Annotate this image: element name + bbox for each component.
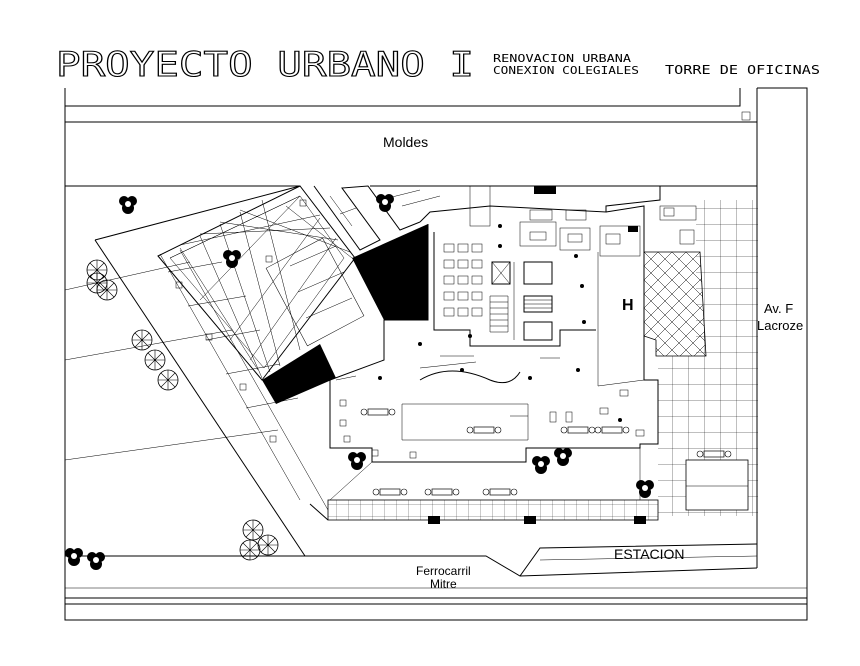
- tower-core-wall: [352, 224, 428, 320]
- helipad-icon: H: [622, 297, 634, 314]
- subtitle-line-1: RENOVACION URBANA: [493, 52, 631, 65]
- cafe-seating: [443, 243, 483, 317]
- building-footprint: [329, 205, 659, 463]
- street-label-av-f: Av. F: [764, 301, 793, 316]
- project-title: PROYECTO URBANO I: [56, 45, 474, 85]
- structural-columns: [378, 224, 622, 422]
- subtitle-right: TORRE DE OFICINAS: [665, 63, 820, 77]
- diagonal-walkway: [64, 185, 329, 557]
- upper-facade: [313, 185, 697, 251]
- tree-symbol-icon: [86, 259, 279, 561]
- bottom-paving: [309, 448, 659, 524]
- tower-lower-wall: [262, 344, 336, 404]
- circulation-core: [489, 261, 553, 341]
- subtitle-line-2: CONEXION COLEGIALES: [493, 64, 639, 77]
- rail-label-line-1: Ferrocarril: [416, 564, 471, 578]
- furniture-scatter: [175, 199, 645, 459]
- tiled-plaza: [658, 200, 758, 516]
- rail-label-line-2: Mitre: [430, 577, 457, 591]
- street-label-moldes: Moldes: [383, 134, 428, 150]
- office-furniture: [529, 226, 638, 245]
- street-label-lacroze: Lacroze: [757, 318, 803, 333]
- railway-tracks: [65, 543, 807, 605]
- station-label: ESTACION: [614, 546, 685, 562]
